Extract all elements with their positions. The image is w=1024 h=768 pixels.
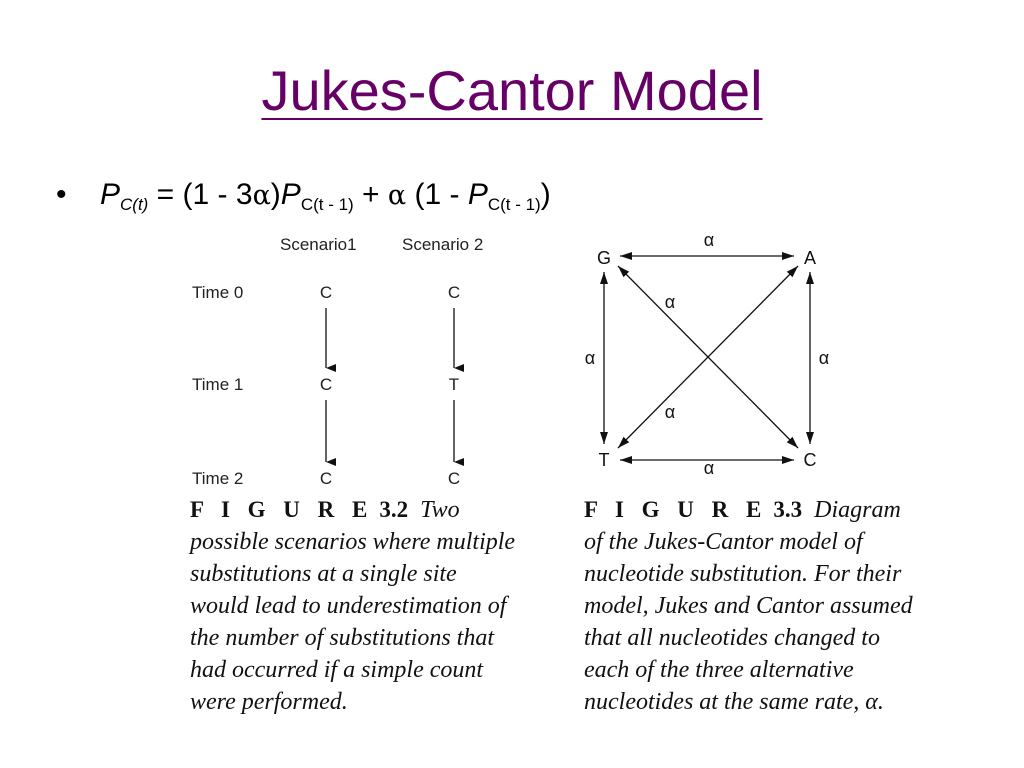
formula-eq: = (1 - 3	[148, 178, 253, 211]
bullet-marker: •	[56, 178, 67, 211]
formula-sub1: C(t)	[120, 195, 149, 214]
edge-a-t	[617, 265, 799, 449]
s1-t0: C	[320, 283, 332, 302]
jukes-cantor-square-svg: G A T C α α α α α α	[585, 230, 829, 478]
s1-t2: C	[320, 469, 332, 488]
fig32-caption-text: Two possible scenarios where multiple su…	[190, 497, 516, 715]
alpha-bottom: α	[704, 458, 714, 478]
formula-open2: (1 -	[406, 178, 468, 211]
formula-sub2: C(t - 1)	[300, 195, 354, 214]
jukes-cantor-formula: PC(t) = (1 - 3α)PC(t - 1) + α (1 - PC(t …	[100, 178, 551, 214]
formula-plus: +	[353, 178, 388, 211]
figure-3-3-caption: F I G U R E 3.3 Diagram of the Jukes-Can…	[584, 494, 914, 718]
formula-alpha2: α	[387, 180, 407, 211]
fig32-caption-label: F I G U R E	[190, 497, 374, 522]
alpha-diag-lower: α	[665, 402, 675, 422]
figure-3-2-caption: F I G U R E 3.2 Two possible scenarios w…	[190, 494, 520, 718]
formula-p3: P	[467, 178, 488, 211]
fig32-caption-number: 3.2	[379, 497, 409, 522]
alpha-right: α	[819, 348, 829, 368]
time2-label: Time 2	[192, 469, 243, 488]
fig33-caption-text: Diagram of the Jukes-Cantor model of nuc…	[584, 497, 913, 715]
node-t: T	[599, 450, 610, 470]
formula-close2: )	[540, 178, 551, 211]
scenarios-svg: Scenario1 Scenario 2 Time 0 Time 1 Time …	[192, 235, 483, 488]
alpha-top: α	[704, 230, 714, 250]
formula-alpha1: α	[252, 180, 271, 211]
alpha-left: α	[585, 348, 595, 368]
slide-title: Jukes-Cantor Model	[261, 59, 763, 122]
figure-3-3-diagram: G A T C α α α α α α	[580, 228, 850, 483]
node-c: C	[804, 450, 817, 470]
s1-t1: C	[320, 375, 332, 394]
formula-bullet: •PC(t) = (1 - 3α)PC(t - 1) + α (1 - PC(t…	[56, 178, 551, 215]
time1-label: Time 1	[192, 375, 243, 394]
alpha-diag-upper: α	[665, 292, 675, 312]
node-g: G	[597, 248, 611, 268]
formula-p1: P	[100, 178, 121, 211]
fig33-caption-label: F I G U R E	[584, 497, 768, 522]
s2-t2: C	[448, 469, 460, 488]
node-a: A	[804, 248, 816, 268]
formula-close1: )	[270, 178, 281, 211]
fig33-caption-number: 3.3	[773, 497, 803, 522]
s2-t1: T	[449, 375, 459, 394]
formula-p2: P	[280, 178, 301, 211]
time0-label: Time 0	[192, 283, 243, 302]
formula-sub3: C(t - 1)	[487, 195, 541, 214]
s2-t0: C	[448, 283, 460, 302]
scenario2-header: Scenario 2	[402, 235, 483, 254]
figure-3-2-diagram: Scenario1 Scenario 2 Time 0 Time 1 Time …	[180, 228, 520, 503]
scenario1-header: Scenario1	[280, 235, 357, 254]
